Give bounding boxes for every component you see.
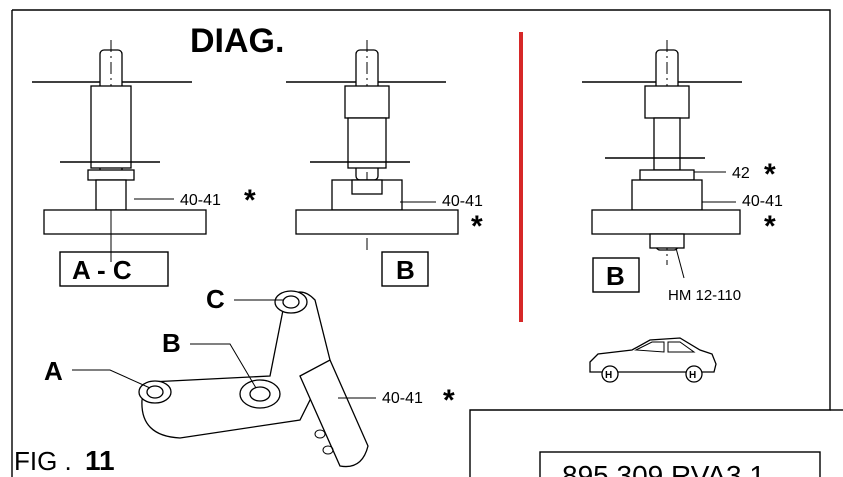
view1-label-box (59, 251, 169, 287)
doc-number-box (539, 451, 821, 477)
view-b-right: 42 * 40-41 * B HM 12-110 (582, 40, 783, 304)
view1-star: * (244, 184, 256, 217)
view1-label: A - C (72, 255, 132, 285)
view3-ref2: 42 (732, 165, 750, 182)
hole-label-b: B (162, 328, 181, 358)
car-icon: H H (589, 337, 717, 383)
view3-star: * (764, 210, 776, 243)
view-b-left: 40-41 * B (286, 40, 483, 287)
view2-label: B (396, 255, 415, 285)
view2-star: * (471, 210, 483, 243)
view2-ref: 40-41 (442, 193, 483, 210)
arm-ref: 40-41 (382, 390, 423, 407)
view3-label: B (606, 261, 625, 291)
figure-label: FIG . 11 (14, 445, 115, 476)
figure-prefix: FIG . (14, 446, 72, 476)
suspension-arm: A B C 40-41 * (44, 284, 455, 468)
diagram-title: DIAG. (190, 22, 284, 60)
view3-star2: * (764, 158, 776, 191)
view1-ref: 40-41 (180, 192, 221, 209)
hole-label-a: A (44, 356, 63, 386)
view2-label-box (381, 251, 429, 287)
svg-text:H: H (689, 370, 696, 381)
svg-text:H: H (605, 370, 612, 381)
view3-ref: 40-41 (742, 193, 783, 210)
figure-number: 11 (85, 445, 115, 476)
arm-star: * (443, 384, 455, 417)
view-a-c: 40-41 * A - C (32, 40, 256, 287)
hole-label-c: C (206, 284, 225, 314)
view3-tool: HM 12-110 (668, 287, 741, 304)
view3-label-box (592, 257, 640, 293)
doc-number: 895 309 RVA3 1 (562, 460, 765, 477)
